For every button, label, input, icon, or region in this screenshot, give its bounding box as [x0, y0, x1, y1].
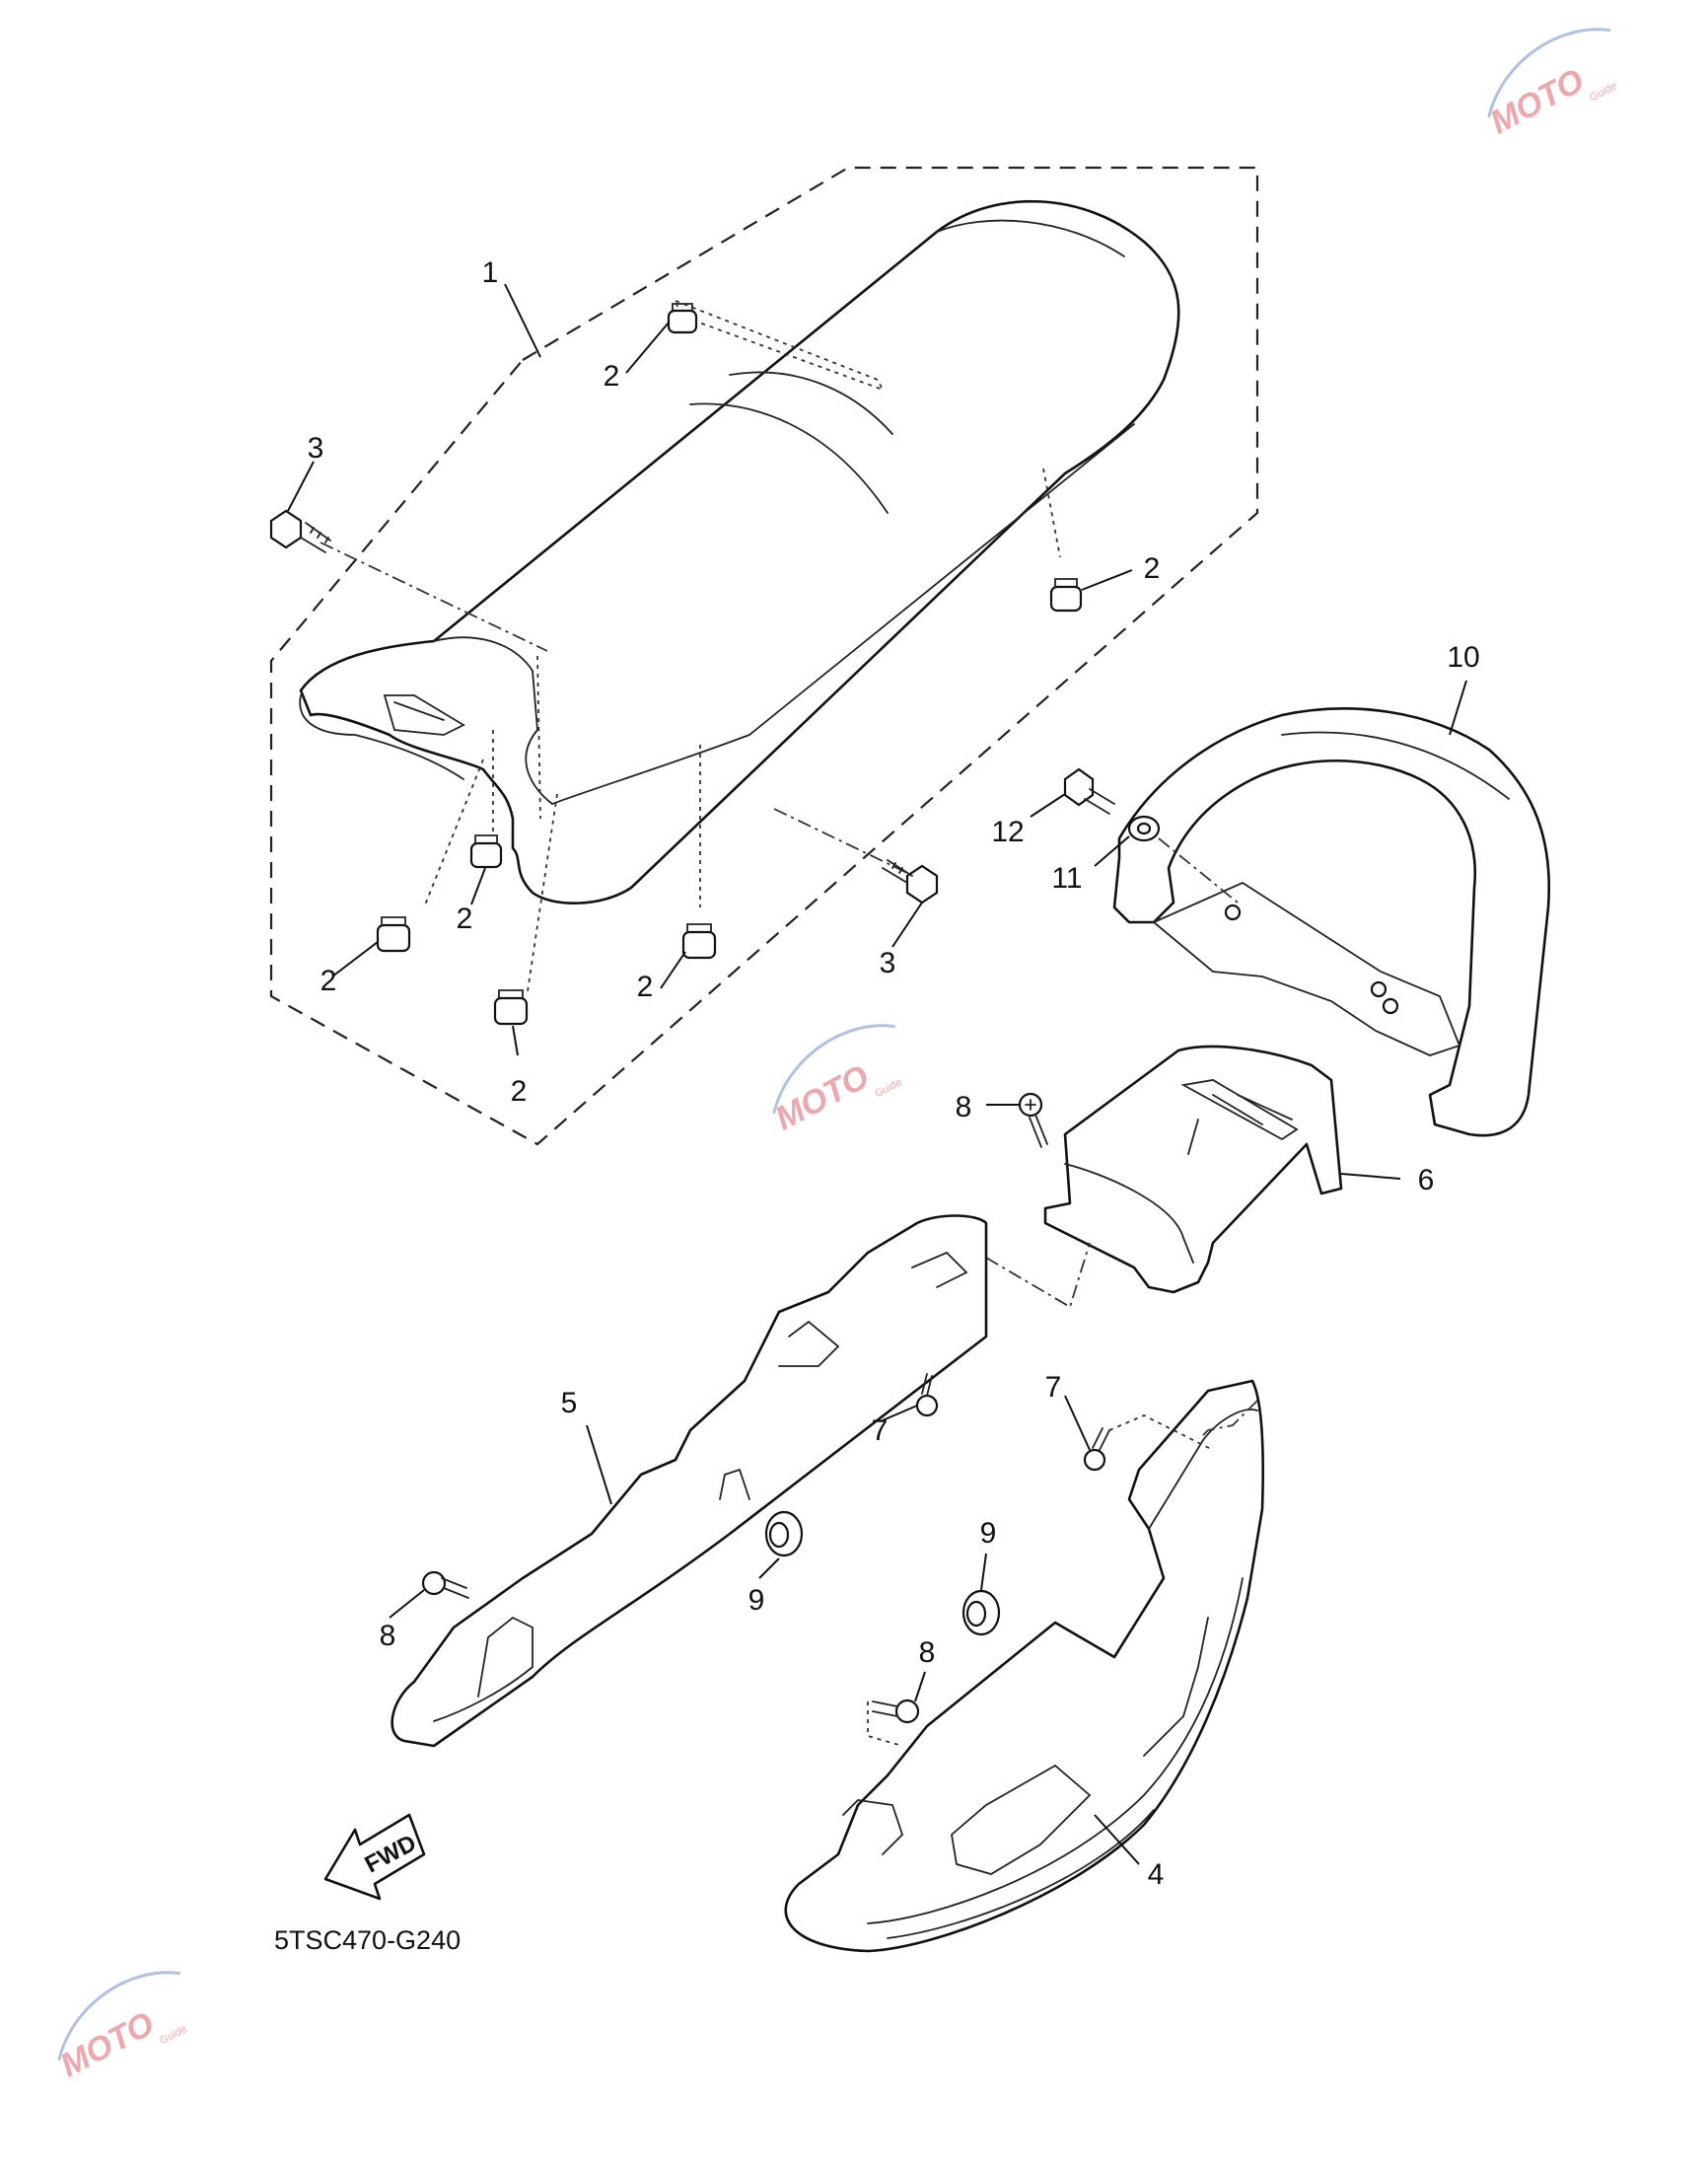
bolt-12[interactable] [1063, 767, 1115, 815]
bolt-3-right[interactable] [882, 859, 939, 904]
callout-12: 12 [991, 816, 1024, 848]
screw-7-right[interactable] [1083, 1427, 1110, 1472]
damper-line-left-3 [527, 793, 558, 992]
callout-1: 1 [482, 256, 499, 289]
leader-9-right [980, 1553, 987, 1591]
washer-11[interactable] [1127, 815, 1161, 842]
leader-3-right [891, 902, 923, 948]
grab-bar[interactable] [1112, 707, 1550, 1137]
leader-2-lm [470, 867, 486, 905]
leader-4 [1094, 1814, 1140, 1865]
side-cover-left[interactable] [391, 1214, 988, 1748]
diagram-code: 5TSC470-G240 [274, 1925, 461, 1955]
callout-2-left-middle: 2 [457, 903, 473, 935]
callout-2-lower-left: 2 [511, 1075, 528, 1108]
callout-9-right: 9 [980, 1517, 997, 1550]
damper-line-left-1 [536, 655, 541, 820]
damper-2-top[interactable] [667, 303, 698, 334]
leader-11 [1094, 835, 1130, 867]
screw-8-right[interactable] [872, 1699, 920, 1724]
callout-8-top: 8 [956, 1091, 972, 1123]
seat-hole-marker-top [674, 299, 885, 392]
callout-6: 6 [1418, 1164, 1435, 1196]
leader-8-right [914, 1671, 926, 1702]
damper-2-left-bottom[interactable] [376, 916, 411, 953]
bolt-3-left[interactable] [269, 509, 331, 553]
bolt-12-line [1158, 837, 1239, 904]
svg-text:Guide: Guide [873, 1076, 904, 1100]
callout-4: 4 [1148, 1858, 1165, 1891]
callout-8-right: 8 [919, 1636, 936, 1669]
damper-2-right[interactable] [1049, 578, 1083, 613]
callout-11: 11 [1051, 862, 1082, 895]
callout-2-top: 2 [604, 360, 620, 393]
screw-8-top[interactable] [1018, 1092, 1048, 1148]
leader-10 [1449, 680, 1467, 736]
callout-10: 10 [1447, 641, 1479, 674]
watermark-logo-top-right: MOTO Guide [1484, 28, 1619, 142]
svg-text:Guide: Guide [1588, 80, 1619, 104]
grommet-9-left[interactable] [764, 1510, 804, 1557]
callout-7-right: 7 [1045, 1371, 1062, 1404]
leader-5 [586, 1424, 612, 1505]
side-cover-right-line [1202, 1400, 1258, 1436]
callout-9-left: 9 [748, 1584, 765, 1617]
seat[interactable] [299, 199, 1180, 904]
svg-text:MOTO: MOTO [54, 2004, 160, 2084]
damper-line-bottom [423, 759, 484, 908]
leader-8-left [389, 1589, 425, 1619]
svg-text:MOTO: MOTO [1484, 61, 1590, 141]
callout-7-left: 7 [872, 1414, 889, 1447]
leader-3-left [287, 461, 315, 512]
fwd-arrow: FWD [323, 1813, 426, 1901]
callout-2-left-bottom: 2 [320, 965, 337, 997]
leader-6 [1340, 1173, 1401, 1180]
callout-3-left: 3 [308, 432, 324, 465]
watermark-logo-bottom-left: MOTO Guide [54, 1971, 189, 2085]
svg-text:Guide: Guide [158, 2023, 189, 2047]
damper-2-center[interactable] [681, 923, 717, 960]
screw-8-right-line [867, 1701, 903, 1747]
callout-3-right: 3 [880, 947, 896, 979]
screw-7-line [1108, 1414, 1214, 1451]
rear-cover[interactable] [1043, 1045, 1343, 1294]
damper-2-left-middle[interactable] [469, 834, 503, 869]
damper-line-rear-right [1042, 468, 1061, 558]
leader-1 [504, 283, 541, 358]
grommet-9-right[interactable] [961, 1589, 1001, 1636]
leader-7-left [882, 1405, 918, 1421]
side-cover-right[interactable] [784, 1379, 1264, 1953]
seat-assembly-boundary [269, 166, 1259, 1146]
watermark-logo-center: MOTO Guide [769, 1024, 904, 1138]
damper-2-lower-left[interactable] [493, 989, 529, 1026]
leader-2-lb [331, 941, 379, 977]
svg-text:MOTO: MOTO [769, 1057, 875, 1137]
leader-7-right [1064, 1395, 1091, 1451]
callout-2-center: 2 [637, 971, 654, 1003]
callout-2-right: 2 [1144, 552, 1161, 585]
callout-8-left: 8 [380, 1620, 396, 1652]
screw-8-left[interactable] [421, 1570, 469, 1599]
callout-5: 5 [561, 1387, 578, 1419]
leader-2-c [660, 951, 686, 989]
seat-bolt-line-right [773, 808, 908, 874]
leader-9-left [758, 1557, 780, 1579]
seat-bolt-line-left [320, 542, 548, 652]
leader-2-right [1081, 569, 1133, 591]
leader-2-ll [512, 1025, 519, 1056]
rear-cover-line [985, 1242, 1091, 1309]
leader-2-top [625, 322, 670, 374]
leader-12 [1030, 793, 1066, 818]
